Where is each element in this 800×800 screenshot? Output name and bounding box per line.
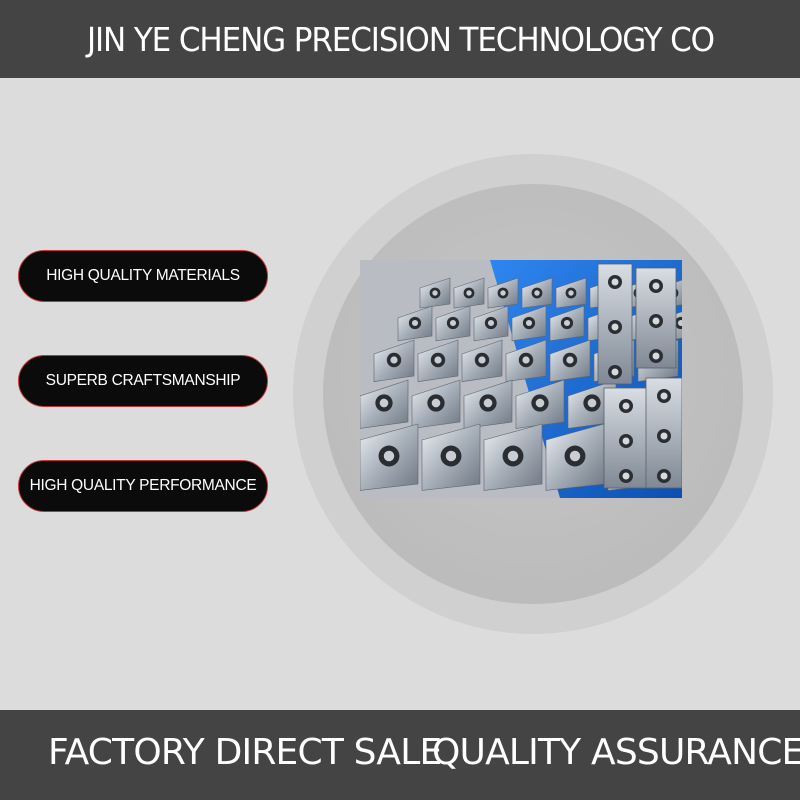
feature-label: HIGH QUALITY MATERIALS (46, 267, 240, 284)
feature-pill-materials: HIGH QUALITY MATERIALS (18, 250, 268, 302)
feature-pill-craftsmanship: SUPERB CRAFTSMANSHIP (18, 355, 268, 407)
footer-banner: FACTORY DIRECT SALE QUALITY ASSURANCE (0, 710, 800, 800)
feature-label: SUPERB CRAFTSMANSHIP (45, 372, 241, 389)
company-title: JIN YE CHENG PRECISION TECHNOLOGY CO (86, 19, 715, 59)
feature-label: HIGH QUALITY PERFORMANCE (29, 477, 257, 494)
header-banner: JIN YE CHENG PRECISION TECHNOLOGY CO (0, 0, 800, 78)
factory-direct-sale-text: FACTORY DIRECT SALE (48, 732, 442, 773)
quality-assurance-text: QUALITY ASSURANCE (432, 732, 800, 773)
feature-pill-performance: HIGH QUALITY PERFORMANCE (18, 460, 268, 512)
product-photo (360, 260, 682, 498)
